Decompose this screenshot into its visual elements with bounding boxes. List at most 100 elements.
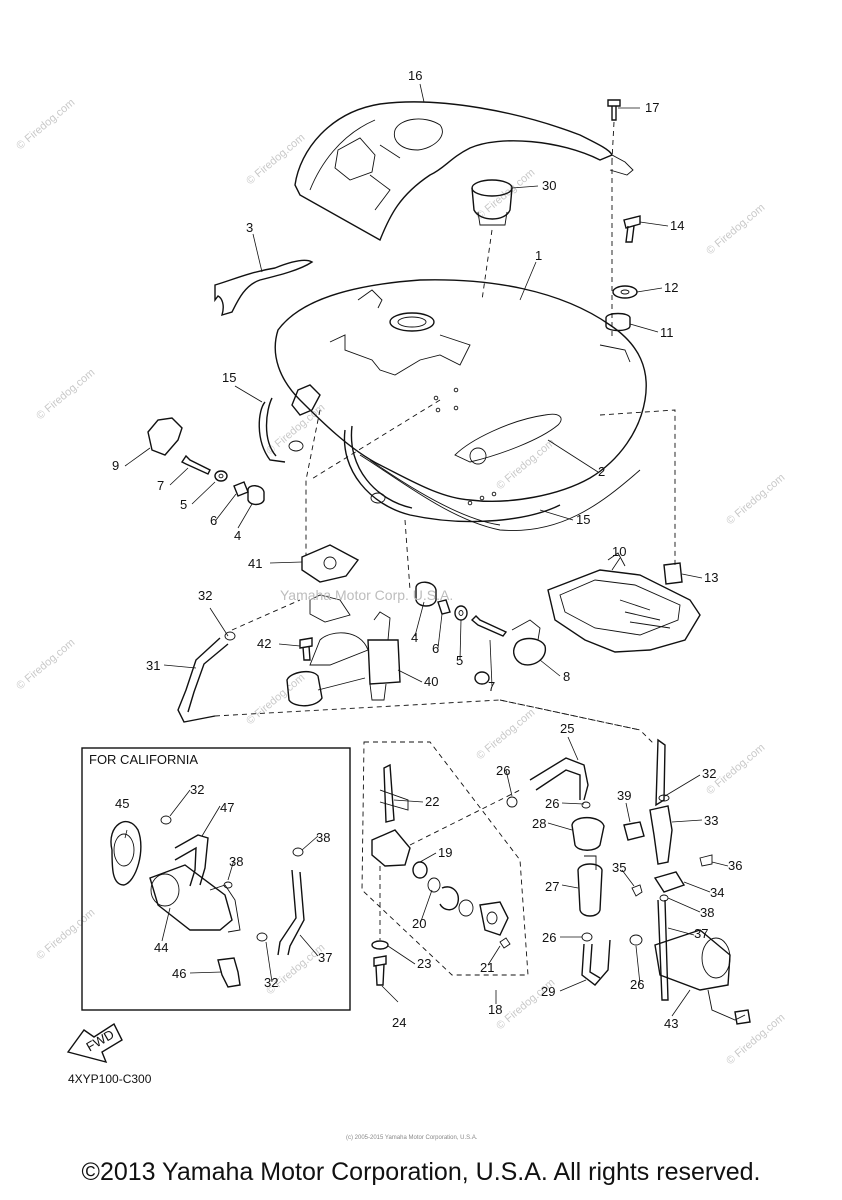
callout-31: 31 — [146, 658, 160, 673]
part-10-side-cover — [547, 552, 701, 653]
callout-8: 8 — [563, 669, 570, 684]
part-41-flange — [301, 399, 441, 623]
california-box — [81, 747, 351, 1011]
callout-32c: 32 — [190, 782, 204, 797]
part-30-fuel-cap — [471, 179, 513, 301]
callout-7b: 7 — [488, 679, 495, 694]
callout-2: 2 — [598, 464, 605, 479]
callout-32d: 32 — [264, 975, 278, 990]
callout-42: 42 — [257, 636, 271, 651]
site-watermark: © Firedog.com — [14, 637, 77, 693]
callout-11: 11 — [660, 325, 674, 340]
site-watermark: © Firedog.com — [704, 202, 767, 258]
callout-39: 39 — [617, 788, 631, 803]
site-watermark: © Firedog.com — [494, 437, 557, 493]
callout-18: 18 — [488, 1002, 502, 1017]
callout-26b: 26 — [545, 796, 559, 811]
part-17-bolt — [607, 99, 621, 161]
callout-13: 13 — [704, 570, 718, 585]
part-42-bolt — [299, 637, 313, 661]
fwd-arrow: FWD — [66, 1022, 123, 1064]
site-watermark: © Firedog.com — [34, 367, 97, 423]
callout-35: 35 — [612, 860, 626, 875]
callout-45: 45 — [115, 796, 129, 811]
callout-4a: 4 — [234, 528, 241, 543]
callout-21: 21 — [480, 960, 494, 975]
callout-9: 9 — [112, 458, 119, 473]
fuel-pump-assembly — [499, 699, 751, 1025]
callout-6a: 6 — [210, 513, 217, 528]
diagram-code: 4XYP100-C300 — [68, 1072, 152, 1086]
callout-7a: 7 — [157, 478, 164, 493]
callout-27: 27 — [545, 879, 559, 894]
callout-46: 46 — [172, 966, 186, 981]
callout-16: 16 — [408, 68, 422, 83]
tiny-copyright: (c) 2005-2015 Yamaha Motor Corporation, … — [346, 1135, 478, 1141]
callout-5a: 5 — [180, 497, 187, 512]
callout-4b: 4 — [411, 630, 418, 645]
callout-37b: 37 — [318, 950, 332, 965]
site-watermark: © Firedog.com — [244, 132, 307, 188]
callout-20: 20 — [412, 916, 426, 931]
callout-26a: 26 — [496, 763, 510, 778]
site-watermark: © Firedog.com — [724, 472, 787, 528]
part-9-clamp — [147, 417, 183, 456]
callout-37a: 37 — [694, 926, 708, 941]
callout-1: 1 — [535, 248, 542, 263]
site-watermark: © Firedog.com — [474, 707, 537, 763]
california-box-title: FOR CALIFORNIA — [89, 752, 199, 767]
callout-30: 30 — [542, 178, 556, 193]
callout-22: 22 — [425, 794, 439, 809]
callout-25: 25 — [560, 721, 574, 736]
callout-6b: 6 — [432, 641, 439, 656]
callout-15b: 15 — [576, 512, 590, 527]
callout-41: 41 — [248, 556, 262, 571]
callout-26d: 26 — [630, 977, 644, 992]
inline-watermark: Yamaha Motor Corp. U.S.A. — [280, 587, 453, 603]
callout-38a: 38 — [700, 905, 714, 920]
callout-3: 3 — [246, 220, 253, 235]
callout-17: 17 — [645, 100, 659, 115]
part-16-tank-cover — [294, 101, 634, 242]
callout-34: 34 — [710, 885, 724, 900]
site-watermark: © Firedog.com — [724, 1012, 787, 1068]
part-13-collar — [663, 562, 683, 585]
callout-24: 24 — [392, 1015, 406, 1030]
part-31-drain-hose — [177, 599, 656, 746]
callout-28: 28 — [532, 816, 546, 831]
callout-44: 44 — [154, 940, 168, 955]
callout-43: 43 — [664, 1016, 678, 1031]
watermark-layer: © Firedog.com © Firedog.com © Firedog.com ©… — [14, 97, 787, 1068]
site-watermark: © Firedog.com — [14, 97, 77, 153]
site-watermark: © Firedog.com — [34, 907, 97, 963]
fuel-cock-group — [361, 741, 529, 986]
callout-38c: 38 — [316, 830, 330, 845]
callout-32b: 32 — [702, 766, 716, 781]
part-40-fuel-sender — [286, 611, 401, 707]
fwd-label: FWD — [84, 1027, 117, 1055]
callout-23: 23 — [417, 956, 431, 971]
leader-lines — [124, 83, 729, 1017]
callout-labels: 1 2 3 4 4 5 5 6 6 7 7 8 9 10 11 12 13 14… — [112, 68, 742, 1031]
part-15-breather-hoses — [258, 384, 561, 523]
callout-14: 14 — [670, 218, 684, 233]
site-watermark: © Firedog.com — [244, 672, 307, 728]
callout-19: 19 — [438, 845, 452, 860]
callout-38b: 38 — [229, 854, 243, 869]
callout-5b: 5 — [456, 653, 463, 668]
callout-33: 33 — [704, 813, 718, 828]
callout-29: 29 — [541, 984, 555, 999]
left-fastener-stack — [180, 454, 265, 506]
part-1-fuel-tank — [274, 160, 676, 565]
callout-40: 40 — [424, 674, 438, 689]
callout-47: 47 — [220, 800, 234, 815]
footer-copyright: ©2013 Yamaha Motor Corporation, U.S.A. A… — [81, 1158, 761, 1186]
parts-14-12-11-mount — [605, 215, 641, 332]
callout-12: 12 — [664, 280, 678, 295]
callout-36: 36 — [728, 858, 742, 873]
part-3-emblem — [214, 259, 314, 317]
callout-10: 10 — [612, 544, 626, 559]
callout-32a: 32 — [198, 588, 212, 603]
callout-26c: 26 — [542, 930, 556, 945]
